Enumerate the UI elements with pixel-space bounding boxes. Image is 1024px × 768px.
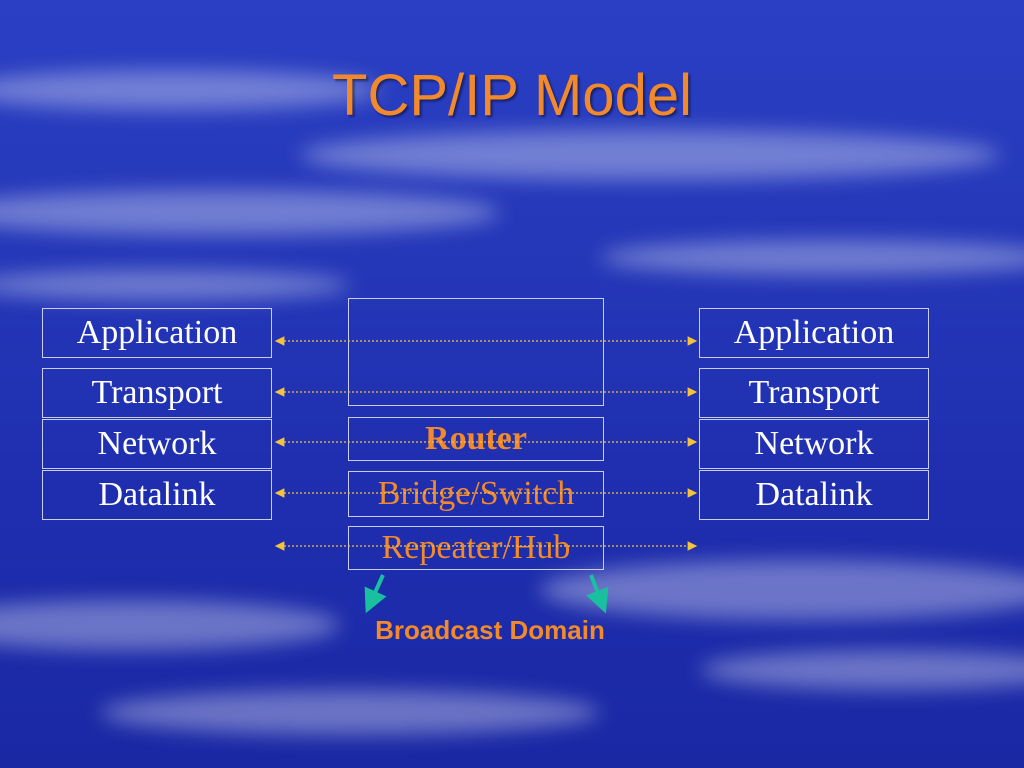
left-layer-network: Network bbox=[42, 419, 272, 469]
right-layer-application: Application bbox=[699, 308, 929, 358]
right-layer-datalink: Datalink bbox=[699, 470, 929, 520]
left-layer-transport: Transport bbox=[42, 368, 272, 418]
broadcast-arrow-right bbox=[586, 574, 609, 614]
broadcast-arrow-left bbox=[364, 574, 387, 614]
slide-title: TCP/IP Model bbox=[332, 63, 692, 128]
broadcast-domain-label: Broadcast Domain bbox=[375, 615, 605, 645]
right-layer-network: Network bbox=[699, 419, 929, 469]
left-layer-application: Application bbox=[42, 308, 272, 358]
right-layer-transport: Transport bbox=[699, 368, 929, 418]
left-layer-datalink: Datalink bbox=[42, 470, 272, 520]
empty-upper-box bbox=[348, 298, 604, 406]
